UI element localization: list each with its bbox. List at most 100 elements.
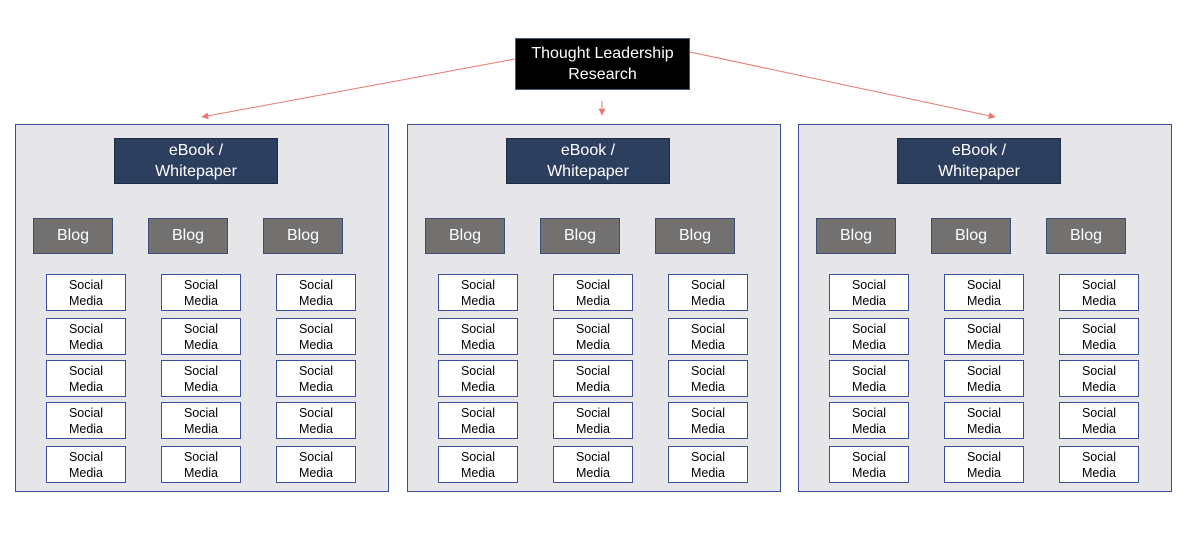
social-media-node: Social Media <box>668 402 748 439</box>
social-media-node: Social Media <box>438 446 518 483</box>
social-media-node: Social Media <box>944 274 1024 311</box>
social-media-label: Social Media <box>460 321 496 352</box>
ebook-whitepaper-node: eBook / Whitepaper <box>114 138 278 184</box>
social-media-node: Social Media <box>276 274 356 311</box>
social-media-label: Social Media <box>68 277 104 308</box>
social-media-node: Social Media <box>1059 446 1139 483</box>
blog-label: Blog <box>563 227 597 244</box>
social-media-label: Social Media <box>68 363 104 394</box>
blog-label: Blog <box>56 227 90 244</box>
social-media-label: Social Media <box>966 449 1002 480</box>
social-media-label: Social Media <box>1081 405 1117 436</box>
social-media-label: Social Media <box>460 405 496 436</box>
social-media-node: Social Media <box>829 360 909 397</box>
social-media-label: Social Media <box>1081 449 1117 480</box>
social-media-label: Social Media <box>690 321 726 352</box>
social-media-node: Social Media <box>829 446 909 483</box>
blog-label: Blog <box>839 227 873 244</box>
social-media-node: Social Media <box>46 318 126 355</box>
social-media-label: Social Media <box>575 405 611 436</box>
social-media-node: Social Media <box>553 274 633 311</box>
ebook-label: eBook / Whitepaper <box>155 142 237 180</box>
social-media-label: Social Media <box>68 449 104 480</box>
social-media-node: Social Media <box>438 402 518 439</box>
social-media-node: Social Media <box>944 318 1024 355</box>
social-media-label: Social Media <box>183 405 219 436</box>
social-media-label: Social Media <box>298 363 334 394</box>
blog-node: Blog <box>540 218 620 254</box>
blog-label: Blog <box>286 227 320 244</box>
blog-node: Blog <box>655 218 735 254</box>
social-media-label: Social Media <box>460 277 496 308</box>
root-node-label: Thought Leadership Research <box>531 45 674 83</box>
blog-node: Blog <box>263 218 343 254</box>
blog-label: Blog <box>171 227 205 244</box>
social-media-node: Social Media <box>46 402 126 439</box>
ebook-label: eBook / Whitepaper <box>938 142 1020 180</box>
social-media-label: Social Media <box>298 277 334 308</box>
social-media-label: Social Media <box>68 321 104 352</box>
social-media-label: Social Media <box>1081 277 1117 308</box>
social-media-node: Social Media <box>668 360 748 397</box>
blog-label: Blog <box>448 227 482 244</box>
social-media-label: Social Media <box>966 405 1002 436</box>
social-media-label: Social Media <box>460 363 496 394</box>
blog-label: Blog <box>954 227 988 244</box>
social-media-node: Social Media <box>438 318 518 355</box>
social-media-node: Social Media <box>1059 402 1139 439</box>
social-media-node: Social Media <box>668 446 748 483</box>
social-media-label: Social Media <box>575 363 611 394</box>
social-media-node: Social Media <box>944 402 1024 439</box>
social-media-node: Social Media <box>276 402 356 439</box>
social-media-node: Social Media <box>944 446 1024 483</box>
root-node-thought-leadership: Thought Leadership Research <box>515 38 690 90</box>
blog-node: Blog <box>33 218 113 254</box>
social-media-node: Social Media <box>276 360 356 397</box>
social-media-node: Social Media <box>161 446 241 483</box>
blog-node: Blog <box>425 218 505 254</box>
social-media-label: Social Media <box>851 277 887 308</box>
social-media-node: Social Media <box>161 318 241 355</box>
social-media-label: Social Media <box>1081 363 1117 394</box>
arrow-to-panel-3 <box>689 51 996 120</box>
social-media-node: Social Media <box>438 274 518 311</box>
social-media-node: Social Media <box>46 274 126 311</box>
social-media-node: Social Media <box>553 402 633 439</box>
social-media-label: Social Media <box>851 363 887 394</box>
social-media-label: Social Media <box>690 363 726 394</box>
blog-node: Blog <box>816 218 896 254</box>
social-media-label: Social Media <box>851 321 887 352</box>
social-media-node: Social Media <box>161 402 241 439</box>
social-media-node: Social Media <box>553 360 633 397</box>
social-media-label: Social Media <box>966 277 1002 308</box>
social-media-node: Social Media <box>46 446 126 483</box>
social-media-label: Social Media <box>298 405 334 436</box>
social-media-node: Social Media <box>944 360 1024 397</box>
social-media-node: Social Media <box>161 360 241 397</box>
social-media-label: Social Media <box>183 277 219 308</box>
social-media-node: Social Media <box>1059 274 1139 311</box>
ebook-label: eBook / Whitepaper <box>547 142 629 180</box>
social-media-label: Social Media <box>851 405 887 436</box>
social-media-label: Social Media <box>966 321 1002 352</box>
blog-node: Blog <box>931 218 1011 254</box>
social-media-node: Social Media <box>161 274 241 311</box>
blog-label: Blog <box>678 227 712 244</box>
social-media-label: Social Media <box>690 405 726 436</box>
social-media-node: Social Media <box>438 360 518 397</box>
social-media-node: Social Media <box>276 318 356 355</box>
ebook-whitepaper-node: eBook / Whitepaper <box>506 138 670 184</box>
social-media-node: Social Media <box>1059 360 1139 397</box>
social-media-label: Social Media <box>690 449 726 480</box>
social-media-node: Social Media <box>829 274 909 311</box>
social-media-node: Social Media <box>553 318 633 355</box>
social-media-label: Social Media <box>298 449 334 480</box>
social-media-label: Social Media <box>68 405 104 436</box>
social-media-label: Social Media <box>183 321 219 352</box>
arrow-to-panel-1 <box>201 58 516 120</box>
social-media-node: Social Media <box>829 318 909 355</box>
social-media-label: Social Media <box>460 449 496 480</box>
